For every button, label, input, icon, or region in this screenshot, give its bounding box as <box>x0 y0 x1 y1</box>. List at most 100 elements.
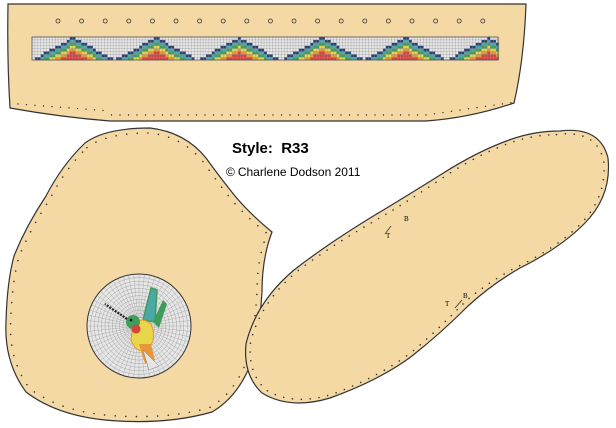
stitch-hole <box>136 114 138 116</box>
stitch-hole <box>34 104 36 106</box>
copyright-text: Charlene Dodson 2011 <box>237 165 361 179</box>
stitch-hole <box>252 368 254 371</box>
stitch-hole <box>589 211 592 214</box>
stitch-hole <box>110 114 113 116</box>
stitch-hole <box>257 224 259 227</box>
stitch-hole <box>208 169 210 171</box>
stitch-hole <box>534 256 537 259</box>
stitch-hole <box>326 249 328 251</box>
stitch-hole <box>564 236 566 239</box>
beaded-chevron-band <box>31 36 500 61</box>
style-code: R33 <box>281 140 309 157</box>
stitch-hole <box>496 147 499 149</box>
stitch-hole <box>530 136 532 138</box>
stitch-hole <box>238 376 240 378</box>
stitch-hole <box>331 114 334 116</box>
stitch-hole <box>153 114 155 116</box>
sole-piece[interactable]: B T B T <box>244 129 610 404</box>
stitch-hole <box>82 410 85 413</box>
stitch-hole <box>282 396 285 399</box>
stitch-hole <box>114 415 116 417</box>
stitch-hole <box>357 114 359 116</box>
stitch-hole <box>367 377 370 380</box>
stitch-hole <box>229 114 232 116</box>
stitch-hole <box>93 412 95 415</box>
stitch-hole <box>318 396 320 399</box>
lace-hole <box>480 18 486 24</box>
stitch-hole <box>232 385 235 387</box>
stitch-hole <box>125 133 128 136</box>
stitch-hole <box>495 277 498 280</box>
lace-hole <box>409 18 415 24</box>
stitch-hole <box>598 195 600 198</box>
sole-marker-lower: B T <box>445 292 468 309</box>
stitch-hole <box>359 381 362 384</box>
cuff-piece[interactable] <box>7 3 527 122</box>
stitch-hole <box>289 114 291 116</box>
stitch-hole <box>17 103 19 105</box>
stitch-hole <box>209 406 211 409</box>
stitch-hole <box>51 105 53 108</box>
stitch-hole <box>603 161 605 163</box>
stitch-hole <box>61 176 64 178</box>
stitch-hole <box>147 132 149 134</box>
style-label: Style: R33 <box>232 140 309 157</box>
stitch-hole <box>258 262 260 264</box>
stitch-hole <box>85 108 87 110</box>
stitch-hole <box>521 138 524 140</box>
stitch-hole <box>348 114 351 116</box>
stitch-hole <box>335 391 337 394</box>
stitch-hole <box>52 401 54 403</box>
stitch-hole <box>204 114 206 116</box>
stitch-hole <box>254 314 256 317</box>
lace-hole <box>456 18 462 24</box>
vamp-piece[interactable] <box>5 127 273 423</box>
stitch-hole <box>10 312 12 314</box>
stitch-hole <box>459 109 461 111</box>
stitch-hole <box>602 178 605 181</box>
stitch-hole <box>127 114 130 116</box>
stitch-hole <box>256 293 258 296</box>
stitch-hole <box>249 351 251 353</box>
lace-hole <box>267 18 273 24</box>
stitch-hole <box>351 385 354 387</box>
stitch-hole <box>255 376 258 379</box>
stitch-hole <box>412 349 415 352</box>
stitch-hole <box>178 413 180 415</box>
stitch-hole <box>260 383 262 386</box>
stitch-hole <box>385 213 387 216</box>
stitch-hole <box>25 240 27 242</box>
stitch-hole <box>290 275 293 278</box>
stitch-hole <box>68 107 70 109</box>
lace-hole <box>220 18 226 24</box>
stitch-hole <box>267 302 269 304</box>
stitch-hole <box>246 114 249 116</box>
stitch-hole <box>571 231 573 233</box>
stitch-hole <box>456 308 458 311</box>
stitch-hole <box>14 270 17 272</box>
lace-hole <box>102 18 108 24</box>
stitch-hole <box>10 344 13 346</box>
stitch-hole <box>93 109 96 111</box>
stitch-hole <box>326 394 329 397</box>
stitch-hole <box>405 355 408 357</box>
stitch-hole <box>16 364 18 367</box>
stitch-hole <box>221 114 223 116</box>
sole-marker-letter: B <box>463 292 468 300</box>
stitch-hole <box>391 364 393 367</box>
stitch-hole <box>161 114 164 116</box>
stitch-hole <box>382 114 385 116</box>
stitch-hole <box>187 114 189 116</box>
stitch-hole <box>33 391 36 393</box>
stitch-hole <box>95 141 97 143</box>
stitch-hole <box>257 272 259 275</box>
stitch-hole <box>555 133 558 136</box>
stitch-hole <box>188 411 191 414</box>
stitch-hole <box>383 369 386 372</box>
sole-marker-upper: B T <box>384 215 409 240</box>
stitch-hole <box>476 106 478 109</box>
stitch-hole <box>340 114 342 116</box>
stitch-hole <box>427 186 430 188</box>
stitch-hole <box>392 209 394 211</box>
